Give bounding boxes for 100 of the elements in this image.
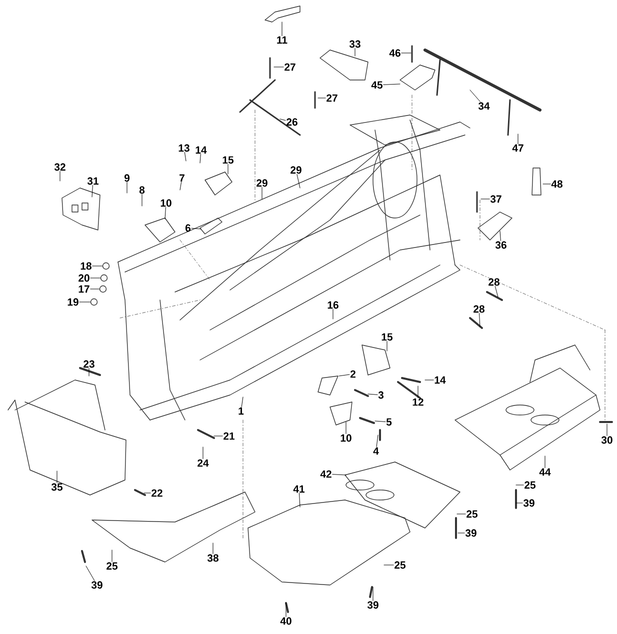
leader-line (606, 424, 608, 436)
leader-line (354, 48, 356, 56)
leader-line (86, 566, 95, 581)
callout-number: 3 (378, 391, 384, 399)
callout-number: 28 (474, 305, 484, 313)
callout-number: 15 (222, 156, 234, 164)
leader-line (126, 182, 128, 194)
callout-number: 41 (293, 485, 304, 493)
leader-line (376, 434, 378, 448)
callout-number: 42 (320, 470, 332, 478)
callout-number: 29 (290, 166, 302, 174)
leader-line (144, 492, 151, 494)
leader-line (274, 66, 284, 68)
callout-number: 25 (524, 481, 536, 489)
leader-line (298, 492, 300, 508)
leader-line (56, 470, 58, 483)
callout-number: 46 (389, 49, 400, 57)
leader-line (386, 341, 388, 352)
grommet (90, 298, 98, 306)
callout-number: 10 (340, 434, 352, 442)
callout-number: 45 (371, 81, 382, 89)
leader-line (544, 456, 546, 468)
callout-number: 33 (349, 40, 360, 48)
callout-number: 39 (465, 529, 476, 537)
leader-line (500, 230, 501, 241)
callout-number: 18 (80, 262, 92, 270)
callout-number: 32 (54, 163, 66, 171)
leader-line (368, 394, 378, 395)
callout-number: 39 (367, 601, 378, 609)
callout-number: 29 (256, 179, 268, 187)
callout-number: 21 (224, 432, 234, 440)
callout-number: 15 (382, 333, 392, 341)
callout-number: 24 (198, 459, 209, 467)
callout-number: 37 (490, 195, 502, 203)
leader-line (372, 586, 374, 601)
callout-number: 9 (124, 174, 130, 182)
grommet (102, 262, 110, 270)
leader-line (332, 309, 334, 320)
callout-number: 31 (87, 177, 99, 185)
leader-line (384, 564, 394, 566)
callout-number: 5 (386, 418, 392, 426)
leader-line (88, 368, 90, 376)
leader-line (280, 118, 286, 121)
callout-number: 10 (160, 199, 172, 207)
leader-line (332, 474, 346, 476)
callout-number: 34 (478, 102, 490, 110)
grommet (100, 274, 108, 282)
callout-number: 25 (466, 510, 478, 518)
callout-number: 7 (180, 174, 184, 182)
callout-number: 12 (412, 398, 424, 406)
callout-number: 28 (488, 278, 500, 286)
callout-number: 2 (350, 370, 356, 378)
callout-number: 25 (394, 561, 406, 569)
callout-number: 22 (152, 489, 162, 497)
leader-line (191, 228, 202, 230)
callout-number: 27 (326, 94, 338, 102)
callout-number: 16 (328, 301, 338, 309)
callout-number: 40 (280, 617, 292, 625)
leader-line (92, 185, 93, 198)
callout-number: 14 (196, 146, 207, 154)
leader-line (494, 286, 498, 298)
callout-number: 27 (284, 63, 296, 71)
leader-line (184, 152, 186, 162)
callout-number: 20 (78, 274, 90, 282)
leader-line (296, 174, 300, 188)
leader-line (338, 374, 350, 376)
leader-line (480, 198, 490, 200)
callout-number: 17 (78, 285, 90, 293)
callout-number: 6 (185, 224, 191, 232)
callout-number: 36 (495, 241, 506, 249)
leader-line (241, 396, 244, 408)
callout-number: 13 (178, 144, 190, 152)
leader-line (383, 84, 400, 85)
callout-number: 11 (277, 36, 288, 44)
callout-number: 38 (207, 554, 218, 562)
grommet (99, 285, 107, 293)
leader-line (401, 52, 412, 54)
callout-number: 4 (373, 447, 379, 455)
leader-line (458, 532, 465, 534)
callout-number: 8 (139, 186, 145, 194)
callout-number: 19 (68, 298, 78, 306)
callout-number: 23 (84, 360, 94, 368)
leader-line (374, 420, 386, 422)
callout-number: 44 (539, 468, 551, 476)
leader-line (90, 288, 100, 290)
callout-number: 30 (601, 436, 612, 444)
callout-number: 14 (434, 376, 446, 384)
leader-line (478, 313, 480, 328)
leader-line (516, 484, 524, 486)
leader-line (180, 182, 182, 190)
callout-number: 48 (551, 180, 562, 188)
callout-number: 25 (106, 562, 118, 570)
leader-line (164, 207, 166, 220)
leader-line (470, 90, 480, 102)
callout-number: 35 (51, 483, 63, 491)
callout-number: 1 (238, 407, 244, 415)
leader-line (202, 446, 204, 459)
callout-number: 47 (512, 144, 524, 152)
leader-line (200, 154, 201, 164)
leader-line (212, 542, 214, 554)
